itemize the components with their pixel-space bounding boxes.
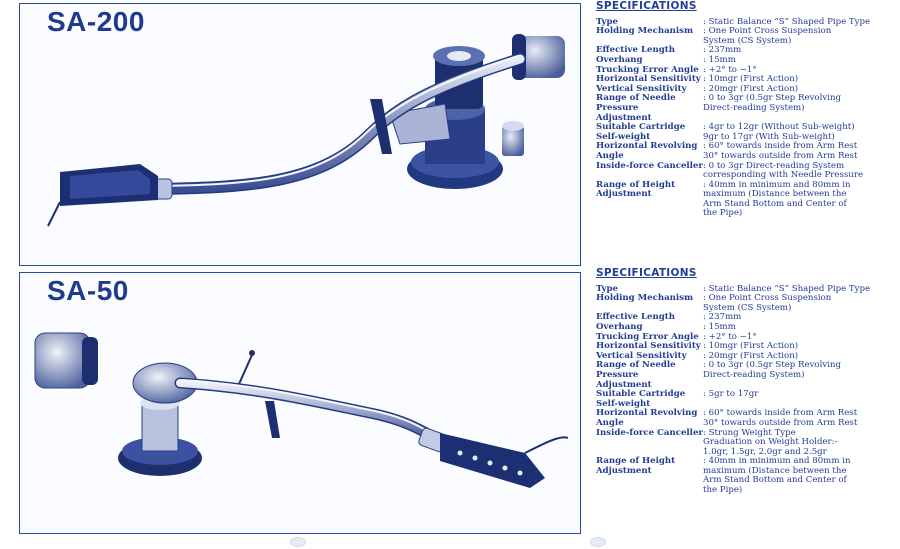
spec-label: Range of Height Adjustment	[596, 456, 676, 476]
spec-list-bottom: Type : Static Balance “S” Shaped Pipe Typ…	[596, 283, 896, 496]
spec-heading-bottom: SPECIFICATIONS	[596, 267, 697, 279]
spec-label: Vertical Sensitivity	[596, 350, 687, 361]
page-footer-marks	[290, 537, 620, 547]
spec-value: : +2° to −1°	[703, 64, 757, 75]
footer-dot	[290, 537, 306, 547]
spec-value: : 237mm	[703, 312, 742, 323]
spec-value: : 60° towards inside from Arm Rest 30° t…	[703, 141, 858, 161]
spec-heading-top: SPECIFICATIONS	[596, 0, 697, 12]
sa200-specifications: SPECIFICATIONS Type : Static Balance “S” …	[596, 0, 896, 219]
spec-value: : 0 to 3gr (0.5gr Step Revolving Direct-…	[703, 360, 841, 380]
spec-value: : 15mm	[703, 54, 736, 65]
spec-label: Suitable Cartridge Self-weight	[596, 122, 686, 142]
spec-row: Type : Static Balance “S” Shaped Pipe Typ…	[596, 16, 896, 28]
spec-label: Horizontal Revolving Angle	[596, 408, 698, 428]
spec-label: Type	[596, 16, 618, 27]
spec-label: Type	[596, 283, 618, 294]
spec-label: Holding Mechanism	[596, 26, 694, 37]
spec-row: Type : Static Balance “S” Shaped Pipe Typ…	[596, 283, 896, 295]
spec-row: Range of Height Adjustment : 40mm in mini…	[596, 179, 896, 219]
spec-label: Range of Needle Pressure Adjustment	[596, 93, 676, 123]
spec-list-top: Type : Static Balance “S” Shaped Pipe Typ…	[596, 16, 896, 219]
spec-value: : One Point Cross Suspension System (CS …	[703, 26, 832, 46]
spec-label: Range of Needle Pressure Adjustment	[596, 360, 676, 390]
spec-row: Holding Mechanism : One Point Cross Suspe…	[596, 26, 896, 46]
spec-label: Range of Height Adjustment	[596, 179, 676, 200]
sa200-photo-panel: SA-200	[19, 3, 581, 266]
spec-row: Suitable Cartridge Self-weight : 4gr to 1…	[596, 122, 896, 142]
model-title-sa200: SA-200	[47, 6, 145, 37]
spec-row: Trucking Error Angle : +2° to −1°	[596, 331, 896, 343]
spec-value: : 10mgr (First Action)	[703, 341, 799, 352]
spec-label: Horizontal Revolving Angle	[596, 141, 698, 161]
spec-value: : 15mm	[703, 321, 736, 332]
spec-label: Suitable Cartridge Self-weight	[596, 389, 686, 409]
spec-value: : 60° towards inside from Arm Rest 30° t…	[703, 408, 858, 428]
spec-row: Overhang : 15mm	[596, 321, 896, 333]
spec-row: Inside-force Canceller: Strung Weight Ty…	[596, 427, 896, 458]
spec-value: : 4gr to 12gr (Without Sub-weight) 9gr t…	[703, 122, 855, 142]
spec-value: : 40mm in minimum and 80mm in maximum (D…	[703, 179, 851, 219]
spec-value: : Strung Weight Type Graduation on Weigh…	[703, 427, 838, 457]
spec-value: : 237mm	[703, 45, 742, 56]
spec-value: : 10mgr (First Action)	[703, 74, 799, 85]
spec-label: Overhang	[596, 54, 643, 65]
spec-row: Inside-force Canceller: 0 to 3gr Direct-…	[596, 160, 896, 181]
spec-label: Horizontal Sensitivity	[596, 341, 701, 352]
spec-value: : 20mgr (First Action)	[703, 350, 799, 361]
spec-row: Horizontal Sensitivity: 10mgr (First Act…	[596, 342, 896, 352]
spec-label: Trucking Error Angle	[596, 331, 699, 342]
spec-label: Holding Mechanism	[596, 293, 694, 304]
spec-row: Holding Mechanism : One Point Cross Suspe…	[596, 293, 896, 313]
spec-row: Range of Needle Pressure Adjustment : 0 t…	[596, 361, 896, 390]
spec-label: Overhang	[596, 321, 643, 332]
spec-label: Inside-force Canceller	[596, 160, 703, 171]
spec-label: Effective Length	[596, 45, 675, 56]
spec-row: Range of Height Adjustment : 40mm in mini…	[596, 456, 896, 496]
spec-row: Effective Length : 237mm	[596, 46, 896, 56]
spec-row: Trucking Error Angle : +2° to −1°	[596, 64, 896, 76]
sa50-specifications: SPECIFICATIONS Type : Static Balance “S” …	[596, 267, 896, 496]
spec-value: : Static Balance “S” Shaped Pipe Type	[703, 16, 871, 27]
spec-value: : 40mm in minimum and 80mm in maximum (D…	[703, 456, 851, 496]
spec-label: Trucking Error Angle	[596, 64, 699, 75]
spec-label: Horizontal Sensitivity	[596, 74, 701, 85]
sa200-tonearm-illustration	[47, 34, 565, 227]
spec-row: Overhang : 15mm	[596, 54, 896, 66]
model-title-sa50: SA-50	[47, 275, 129, 306]
sa50-photo-panel: SA-50	[19, 272, 581, 534]
spec-row: Horizontal Sensitivity: 10mgr (First Act…	[596, 75, 896, 85]
spec-label: Inside-force Canceller	[596, 427, 703, 438]
spec-row: Suitable Cartridge Self-weight : 5gr to 1…	[596, 389, 896, 409]
spec-value: : 0 to 3gr Direct-reading System corresp…	[703, 160, 864, 181]
spec-row: Horizontal Revolving Angle: 60° towards …	[596, 408, 896, 428]
spec-value: : 5gr to 17gr	[703, 389, 759, 400]
footer-dot	[590, 537, 606, 547]
spec-row: Vertical Sensitivity : 20mgr (First Actio…	[596, 83, 896, 95]
spec-row: Vertical Sensitivity : 20mgr (First Actio…	[596, 350, 896, 362]
spec-row: Horizontal Revolving Angle: 60° towards …	[596, 141, 896, 161]
spec-value: : One Point Cross Suspension System (CS …	[703, 293, 832, 313]
spec-label: Vertical Sensitivity	[596, 83, 687, 94]
spec-label: Effective Length	[596, 312, 675, 323]
spec-value: : 0 to 3gr (0.5gr Step Revolving Direct-…	[703, 93, 841, 113]
spec-value: : Static Balance “S” Shaped Pipe Type	[703, 283, 871, 294]
spec-value: : 20mgr (First Action)	[703, 83, 799, 94]
spec-row: Range of Needle Pressure Adjustment : 0 t…	[596, 94, 896, 123]
spec-row: Effective Length : 237mm	[596, 313, 896, 323]
spec-value: : +2° to −1°	[703, 331, 757, 342]
sa50-tonearm-illustration	[34, 332, 569, 488]
